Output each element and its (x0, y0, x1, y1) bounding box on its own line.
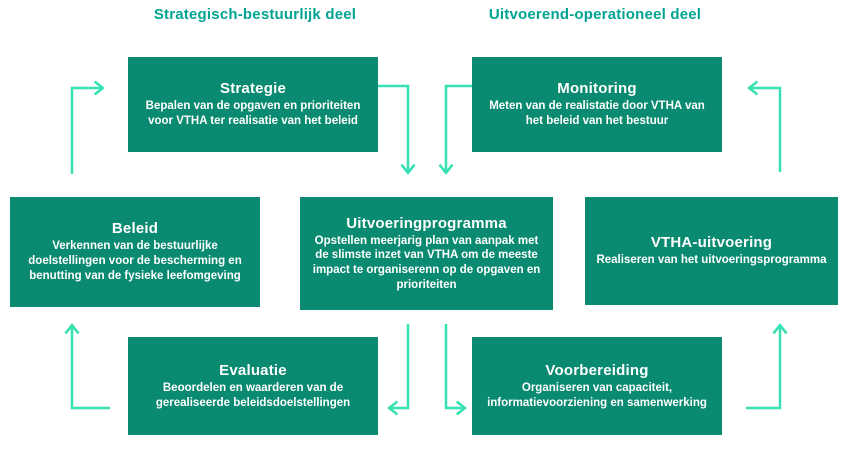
box-uitvoeringprogramma-title: Uitvoeringprogramma (346, 214, 507, 232)
box-uitvoeringprogramma-description: Opstellen meerjarig plan van aanpak met … (312, 234, 541, 291)
box-evaluatie: Evaluatie Beoordelen en waarderen van de… (128, 337, 378, 435)
box-uitvoeringprogramma: Uitvoeringprogramma Opstellen meerjarig … (300, 197, 553, 310)
box-beleid: Beleid Verkennen van de bestuurlijke doe… (10, 197, 260, 307)
box-evaluatie-title: Evaluatie (219, 361, 287, 379)
box-strategie-description: Bepalen van de opgaven en prioriteiten v… (145, 100, 361, 127)
box-monitoring-description: Meten van de realistatie door VTHA van h… (489, 100, 705, 127)
box-vtha-uitvoering-title: VTHA-uitvoering (650, 234, 773, 252)
box-vtha-uitvoering: VTHA-uitvoering Realiseren van het uitvo… (585, 197, 838, 305)
box-voorbereiding-title: Voorbereiding (545, 361, 649, 379)
box-beleid-title: Beleid (111, 220, 159, 238)
arrow-strategie-to-uitvoeringprogramma (378, 84, 416, 175)
header-strategic-governance: Strategisch-bestuurlijk deel (153, 6, 357, 23)
box-beleid-description: Verkennen van de bestuurlijke doelstelli… (28, 240, 242, 282)
arrow-vtha-uitvoering-to-monitoring (747, 80, 782, 172)
header-executive-operational: Uitvoerend-operationeel deel (488, 6, 702, 23)
arrow-monitoring-to-uitvoeringprogramma (438, 84, 472, 175)
box-strategie: Strategie Bepalen van de opgaven en prio… (128, 57, 378, 152)
box-evaluatie-description: Beoordelen en waarderen van de gerealise… (155, 381, 351, 409)
box-monitoring-title: Monitoring (557, 80, 637, 98)
arrow-voorbereiding-to-vtha-uitvoering (746, 323, 788, 410)
arrow-beleid-to-strategie (70, 80, 105, 174)
arrow-uitvoeringprogramma-to-voorbereiding (444, 324, 467, 416)
box-voorbereiding: Voorbereiding Organiseren van capaciteit… (472, 337, 722, 435)
box-monitoring: Monitoring Meten van de realistatie door… (472, 57, 722, 152)
arrow-uitvoeringprogramma-to-evaluatie (387, 324, 410, 416)
arrow-evaluatie-to-beleid (64, 323, 110, 410)
box-strategie-title: Strategie (220, 80, 286, 98)
box-voorbereiding-description: Organiseren van capaciteit, informatievo… (487, 381, 707, 409)
box-vtha-uitvoering-description: Realiseren van het uitvoeringsprogramma (596, 254, 827, 267)
